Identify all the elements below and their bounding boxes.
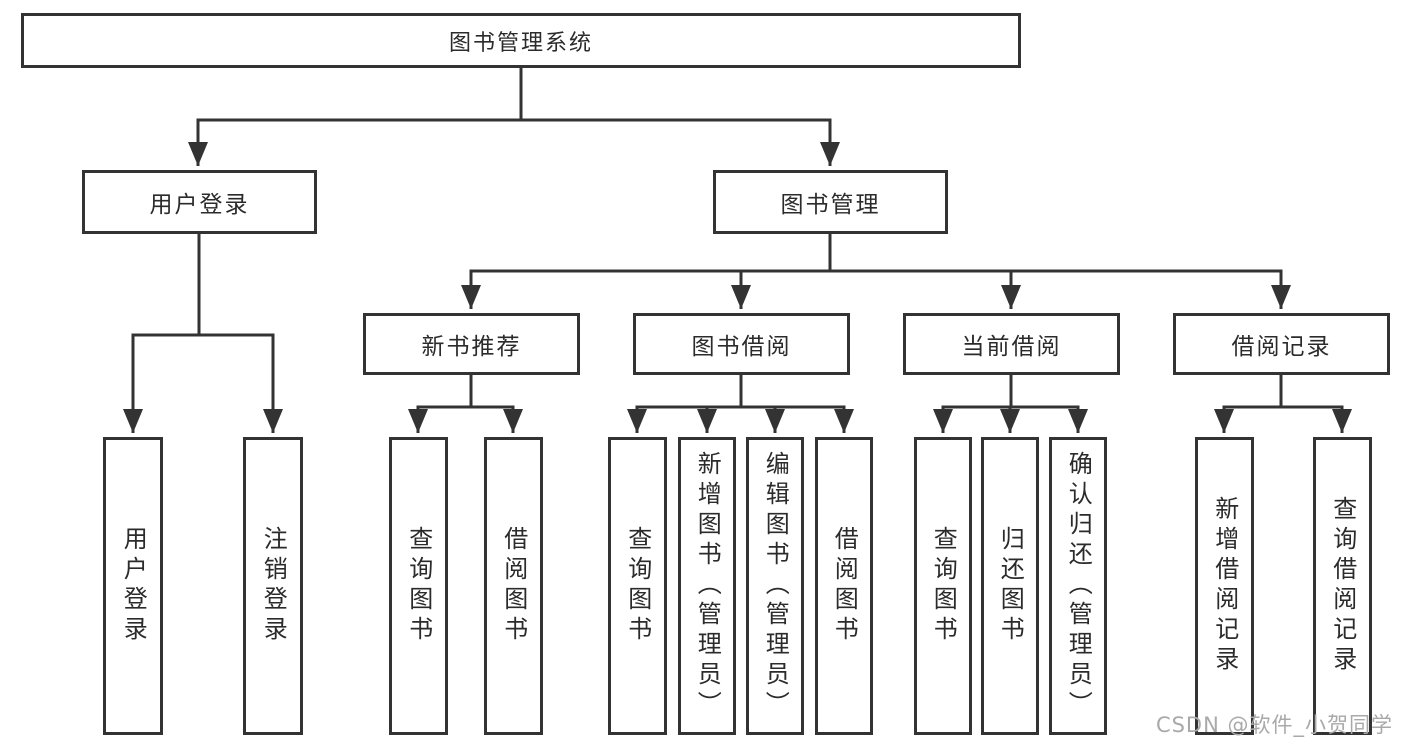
- node-label: 确认归还（管理员）: [1064, 451, 1093, 721]
- node-leaf-borrow-book-1: 借阅图书: [484, 437, 543, 735]
- node-user-login: 用户登录: [82, 170, 317, 234]
- node-leaf-confirm-return-admin: 确认归还（管理员）: [1049, 437, 1107, 735]
- node-label: 图书借阅: [691, 334, 792, 360]
- node-label: 查询图书: [929, 526, 958, 646]
- node-label: 借阅图书: [499, 526, 528, 646]
- node-leaf-query-book-1: 查询图书: [389, 437, 448, 735]
- node-library-management-system: 图书管理系统: [21, 13, 1021, 68]
- node-label: 图书管理: [780, 192, 881, 218]
- csdn-watermark: CSDN @软件_小贺同学: [1155, 713, 1393, 737]
- node-label: 图书管理系统: [448, 30, 593, 56]
- node-label: 查询图书: [404, 526, 433, 646]
- node-label: 新增借阅记录: [1210, 496, 1239, 676]
- node-current-borrow: 当前借阅: [903, 313, 1120, 375]
- node-label: 注销登录: [259, 526, 288, 646]
- node-leaf-add-borrow-record: 新增借阅记录: [1195, 437, 1254, 735]
- node-label: 新增图书（管理员）: [693, 451, 722, 721]
- node-label: 编辑图书（管理员）: [761, 451, 790, 721]
- node-leaf-edit-book-admin: 编辑图书（管理员）: [746, 437, 804, 735]
- node-book-management: 图书管理: [713, 170, 948, 234]
- node-label: 查询图书: [623, 526, 652, 646]
- node-label: 查询借阅记录: [1328, 496, 1357, 676]
- node-leaf-query-borrow-record: 查询借阅记录: [1313, 437, 1372, 735]
- node-label: 借阅记录: [1231, 334, 1332, 360]
- node-leaf-borrow-book-2: 借阅图书: [815, 437, 873, 735]
- node-leaf-query-book-2: 查询图书: [608, 437, 667, 735]
- node-book-borrow: 图书借阅: [633, 313, 850, 375]
- node-label: 借阅图书: [830, 526, 859, 646]
- node-label: 用户登录: [149, 192, 250, 218]
- node-new-book-recommend: 新书推荐: [363, 313, 580, 375]
- node-leaf-add-book-admin: 新增图书（管理员）: [678, 437, 736, 735]
- node-leaf-return-book: 归还图书: [981, 437, 1039, 735]
- node-leaf-query-book-3: 查询图书: [914, 437, 972, 735]
- node-label: 用户登录: [119, 526, 148, 646]
- node-leaf-logout: 注销登录: [243, 437, 303, 735]
- node-label: 归还图书: [996, 526, 1025, 646]
- node-label: 新书推荐: [421, 334, 522, 360]
- node-leaf-user-login: 用户登录: [103, 437, 163, 735]
- node-label: 当前借阅: [961, 334, 1062, 360]
- node-borrow-record: 借阅记录: [1173, 313, 1390, 375]
